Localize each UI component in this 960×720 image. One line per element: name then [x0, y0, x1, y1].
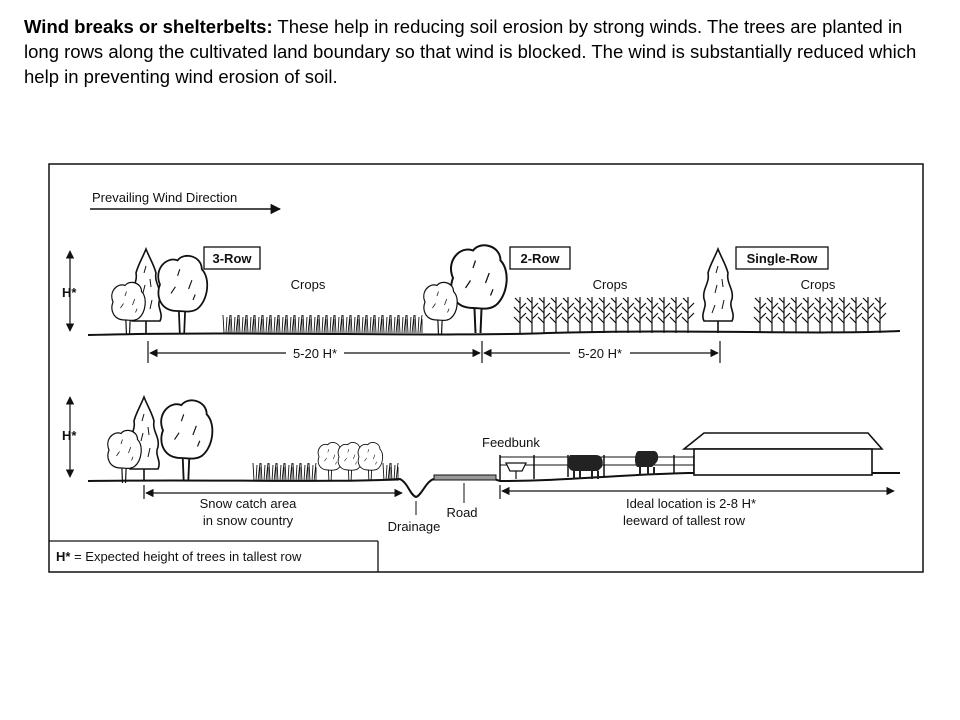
ideal-location-label-1: Ideal location is 2-8 H* — [626, 496, 756, 511]
wind-direction-label: Prevailing Wind Direction — [92, 190, 237, 205]
drainage-label: Drainage — [388, 519, 441, 534]
height-label-top: H* — [62, 285, 77, 300]
description-heading: Wind breaks or shelterbelts: — [24, 16, 273, 37]
crops-label-3: Crops — [801, 277, 836, 292]
spacing-label-2: 5-20 H* — [578, 346, 622, 361]
ground-line-top — [87, 330, 901, 336]
snow-catch-label-2: in snow country — [203, 513, 294, 528]
description-body: These help in reducing soil erosion by s… — [24, 16, 917, 87]
windbreak-diagram: Prevailing Wind Direction H* 3-Row Crops… — [48, 163, 924, 573]
legend-description: = Expected height of trees in tallest ro… — [70, 549, 301, 564]
ideal-location-label-2: leeward of tallest row — [623, 513, 746, 528]
row-label-2: 2-Row — [521, 251, 561, 266]
road-surface — [433, 474, 497, 481]
row-label-single: Single-Row — [747, 251, 819, 266]
road-label: Road — [446, 505, 477, 520]
description-paragraph: Wind breaks or shelterbelts: These help … — [24, 14, 934, 89]
spacing-label-1: 5-20 H* — [293, 346, 337, 361]
windbreak-diagram-svg: Prevailing Wind Direction H* 3-Row Crops… — [48, 163, 924, 573]
row-label-3: 3-Row — [213, 251, 253, 266]
row-label-box-single — [735, 246, 829, 270]
legend-key: H* — [56, 549, 71, 564]
row-label-box-2 — [509, 246, 571, 270]
row-label-box-3 — [203, 246, 261, 270]
snow-catch-label-1: Snow catch area — [200, 496, 298, 511]
feedbunk-label: Feedbunk — [482, 435, 540, 450]
feedbunk-icon — [505, 462, 527, 479]
height-label-bottom: H* — [62, 428, 77, 443]
legend-text: H* = Expected height of trees in tallest… — [56, 549, 302, 564]
crops-label-1: Crops — [291, 277, 326, 292]
barn-icon — [681, 432, 884, 476]
cattle-icon — [567, 451, 659, 479]
crops-label-2: Crops — [593, 277, 628, 292]
